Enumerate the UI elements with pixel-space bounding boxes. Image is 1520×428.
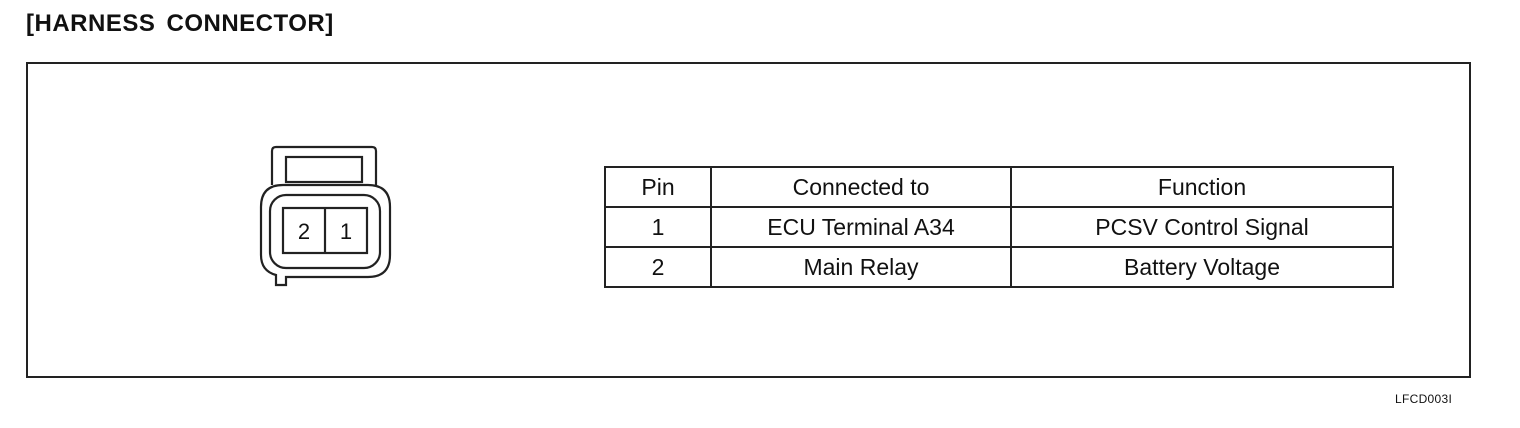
connector-outline xyxy=(259,145,392,287)
cell-function: PCSV Control Signal xyxy=(1010,206,1394,248)
cell-pin: 1 xyxy=(604,206,712,248)
cell-pin: 2 xyxy=(604,246,712,288)
figure-code: LFCD003I xyxy=(1395,392,1453,406)
table-row: 1 ECU Terminal A34 PCSV Control Signal xyxy=(604,206,1394,248)
column-header-function: Function xyxy=(1010,166,1394,208)
table-row: 2 Main Relay Battery Voltage xyxy=(604,246,1394,288)
connector-pin-2: 2 xyxy=(297,219,311,244)
page-title: [HARNESS CONNECTOR] xyxy=(26,10,334,37)
column-header-pin: Pin xyxy=(604,166,712,208)
connector-pin-1: 1 xyxy=(339,219,353,244)
diagram-frame xyxy=(26,62,1471,378)
table-header-row: Pin Connected to Function xyxy=(604,166,1394,208)
connector-drawing: 2 1 xyxy=(258,145,394,291)
pin-table: Pin Connected to Function 1 ECU Terminal… xyxy=(604,166,1394,288)
cell-connected-to: Main Relay xyxy=(710,246,1012,288)
column-header-connected-to: Connected to xyxy=(710,166,1012,208)
cell-function: Battery Voltage xyxy=(1010,246,1394,288)
cell-connected-to: ECU Terminal A34 xyxy=(710,206,1012,248)
